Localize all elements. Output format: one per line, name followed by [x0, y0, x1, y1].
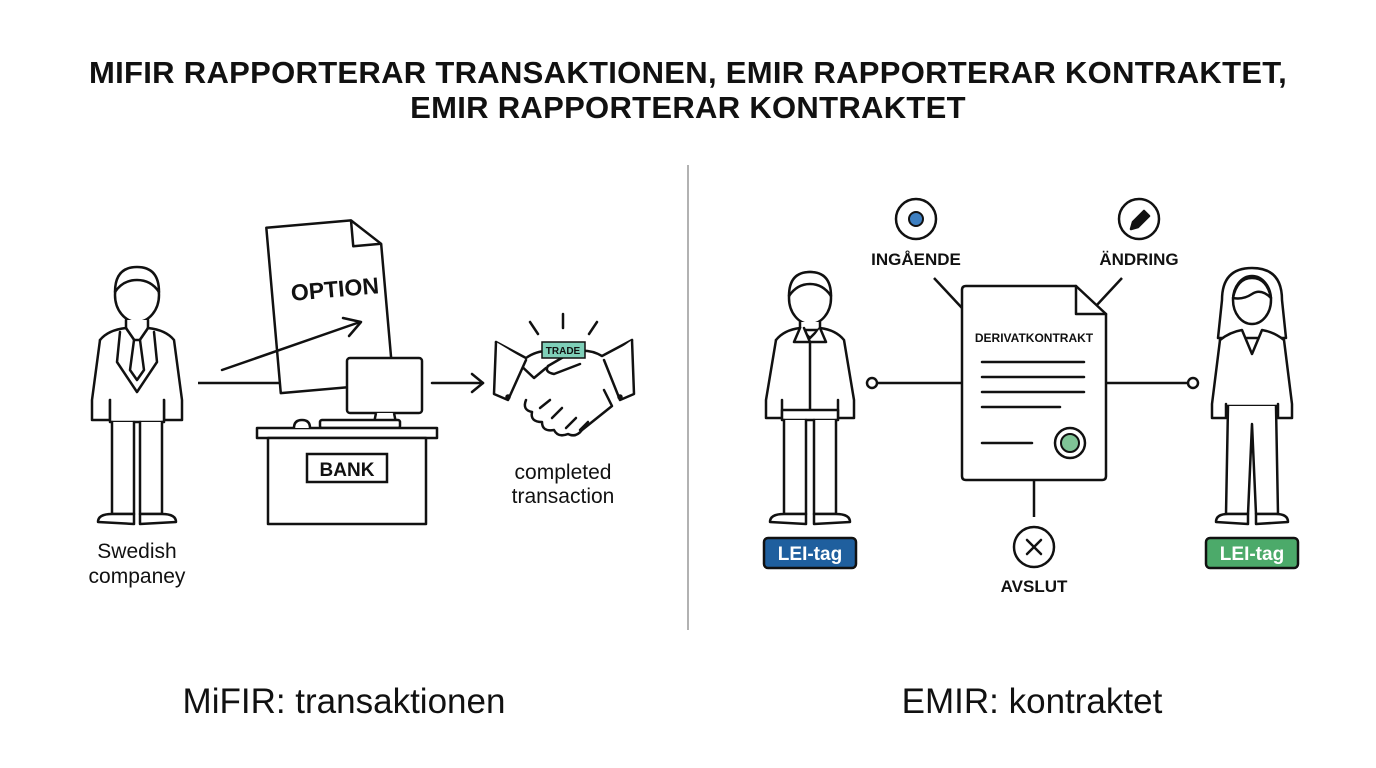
mifir-footer-label: MiFIR: transaktionen: [182, 682, 506, 721]
party-woman-icon: [1210, 266, 1294, 526]
handshake-icon: [492, 312, 636, 437]
contract-seal-fill: [1060, 433, 1080, 453]
open-event-label: INGÅENDE: [871, 250, 961, 269]
businessman-icon: [90, 265, 184, 526]
trade-badge-label: TRADE: [546, 346, 581, 357]
option-document-icon: [265, 219, 395, 395]
pencil-icon: [1129, 209, 1151, 231]
derivative-contract-document: [960, 284, 1108, 482]
lei-tag-left-badge: [762, 536, 858, 570]
person-label-line-1: Swedish: [97, 540, 176, 563]
diagram-title: MIFIR RAPPORTERAR TRANSAKTIONEN, EMIR RA…: [0, 55, 1376, 125]
change-event-label: ÄNDRING: [1099, 250, 1178, 269]
lei-tag-left-label: LEI-tag: [778, 544, 842, 565]
cross-icon: [1025, 538, 1043, 556]
bank-desk-icon: [255, 356, 439, 526]
result-label-line-2: transaction: [512, 485, 615, 508]
contract-label: DERIVATKONTRAKT: [975, 331, 1094, 345]
lei-tag-right-label: LEI-tag: [1220, 544, 1284, 565]
lei-tag-right-badge: [1204, 536, 1300, 570]
bank-label: BANK: [320, 460, 375, 481]
contract-connectors: [865, 277, 1200, 517]
growth-arrow-icon: [220, 316, 363, 372]
trade-badge: [541, 341, 586, 359]
title-line-1: MIFIR RAPPORTERAR TRANSAKTIONEN, EMIR RA…: [88, 55, 1288, 90]
title-line-2: EMIR RAPPORTERAR KONTRAKTET: [410, 90, 966, 125]
person-label-line-2: companey: [89, 565, 186, 588]
bank-label-box: [305, 452, 389, 484]
open-event-dot: [908, 211, 924, 227]
bank-to-trade-arrow: [430, 372, 485, 394]
result-label-line-1: completed: [515, 461, 612, 484]
emir-footer-label: EMIR: kontraktet: [901, 682, 1163, 721]
party-man-icon: [764, 270, 856, 526]
close-event-label: AVSLUT: [1001, 577, 1068, 596]
